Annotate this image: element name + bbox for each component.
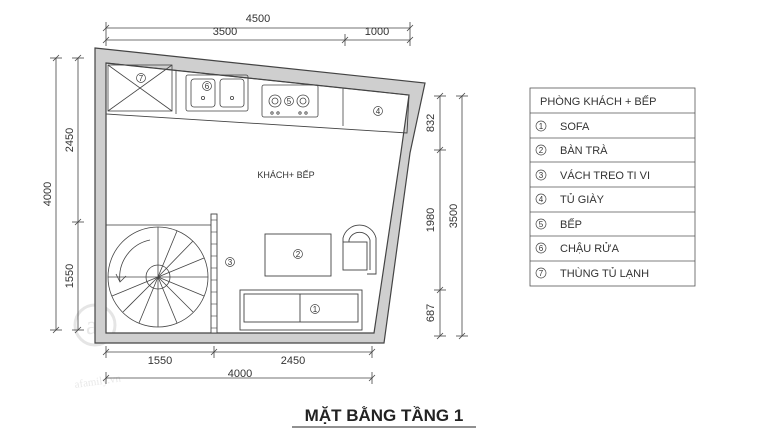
marker-shoe-cabinet: 4 [373,106,383,116]
svg-text:VÁCH TREO TI VI: VÁCH TREO TI VI [560,169,650,182]
svg-text:BẾP: BẾP [560,218,582,231]
legend-item: 2 BÀN TRÀ [535,144,608,157]
svg-text:CHẬU RỬA: CHẬU RỬA [560,242,620,255]
dim-right-mid-label: 1980 [425,208,437,232]
svg-text:4: 4 [539,195,544,204]
dim-bottom-left-label: 1550 [148,355,172,367]
svg-text:SOFA: SOFA [560,121,590,133]
tv-wall [210,213,218,334]
page-title: MẶT BẰNG TẦNG 1 [305,406,464,425]
marker-sink: 6 [202,81,212,91]
svg-text:2: 2 [296,250,301,259]
dim-left-total [50,54,62,334]
stove [261,84,319,118]
dim-right-total-label: 3500 [448,204,460,228]
dim-left-lower-label: 1550 [64,264,76,288]
room-label: KHÁCH+ BẾP [257,170,314,180]
svg-text:THÙNG TỦ LẠNH: THÙNG TỦ LẠNH [560,267,649,280]
svg-text:BÀN TRÀ: BÀN TRÀ [560,144,608,157]
svg-text:5: 5 [539,220,544,229]
dim-right-bottom-label: 687 [425,304,437,322]
armchair [342,224,377,275]
dim-top-total-label: 4500 [246,13,270,25]
svg-text:1: 1 [539,122,544,131]
dim-bottom-total [102,372,376,384]
sofa [239,289,363,331]
fridge [107,64,173,112]
dim-bottom-split [102,346,376,358]
svg-text:6: 6 [539,244,544,253]
marker-table: 2 [293,249,303,259]
dim-left-upper-label: 2450 [64,128,76,152]
svg-text:TỦ GIÀY: TỦ GIÀY [560,193,605,206]
dim-right-top-label: 832 [425,114,437,132]
legend-item: 4 TỦ GIÀY [535,193,605,206]
legend-item: 1 SOFA [535,120,590,133]
svg-text:3: 3 [228,258,233,267]
legend-item: 3 VÁCH TREO TI VI [535,169,650,182]
svg-text:5: 5 [287,97,292,106]
dim-left-split [72,54,84,334]
legend-item: 5 BẾP [535,218,582,231]
dim-top-total [102,22,414,34]
svg-text:7: 7 [139,74,144,83]
legend-table [529,87,696,287]
dim-top-right-label: 1000 [365,26,389,38]
dim-right-split [434,92,446,340]
dim-top-split [102,34,414,46]
marker-sofa: 1 [310,304,320,314]
dim-right-total [456,92,468,340]
dim-bottom-right-label: 2450 [281,355,305,367]
dim-bottom-total-label: 4000 [228,368,252,380]
marker-fridge: 7 [136,73,146,83]
exterior-wall [94,47,426,344]
svg-text:7: 7 [539,269,544,278]
coffee-table [264,233,332,277]
dim-top-left-label: 3500 [213,26,237,38]
sink [185,74,249,112]
svg-text:4: 4 [376,107,381,116]
svg-text:3: 3 [539,171,544,180]
svg-text:6: 6 [205,82,210,91]
stair-arrow-icon [115,239,151,283]
watermark-text: afamily.vn [74,373,122,391]
kitchen-counter [105,62,410,134]
svg-text:2: 2 [539,146,544,155]
dim-left-total-label: 4000 [42,182,54,206]
svg-text:1: 1 [313,305,318,314]
marker-tv-wall: 3 [225,257,235,267]
legend-item: 7 THÙNG TỦ LẠNH [535,267,649,280]
marker-stove: 5 [284,96,294,106]
legend-header: PHÒNG KHÁCH + BẾP [540,95,656,108]
spiral-staircase [105,224,215,334]
legend-item: 6 CHẬU RỬA [535,242,620,255]
